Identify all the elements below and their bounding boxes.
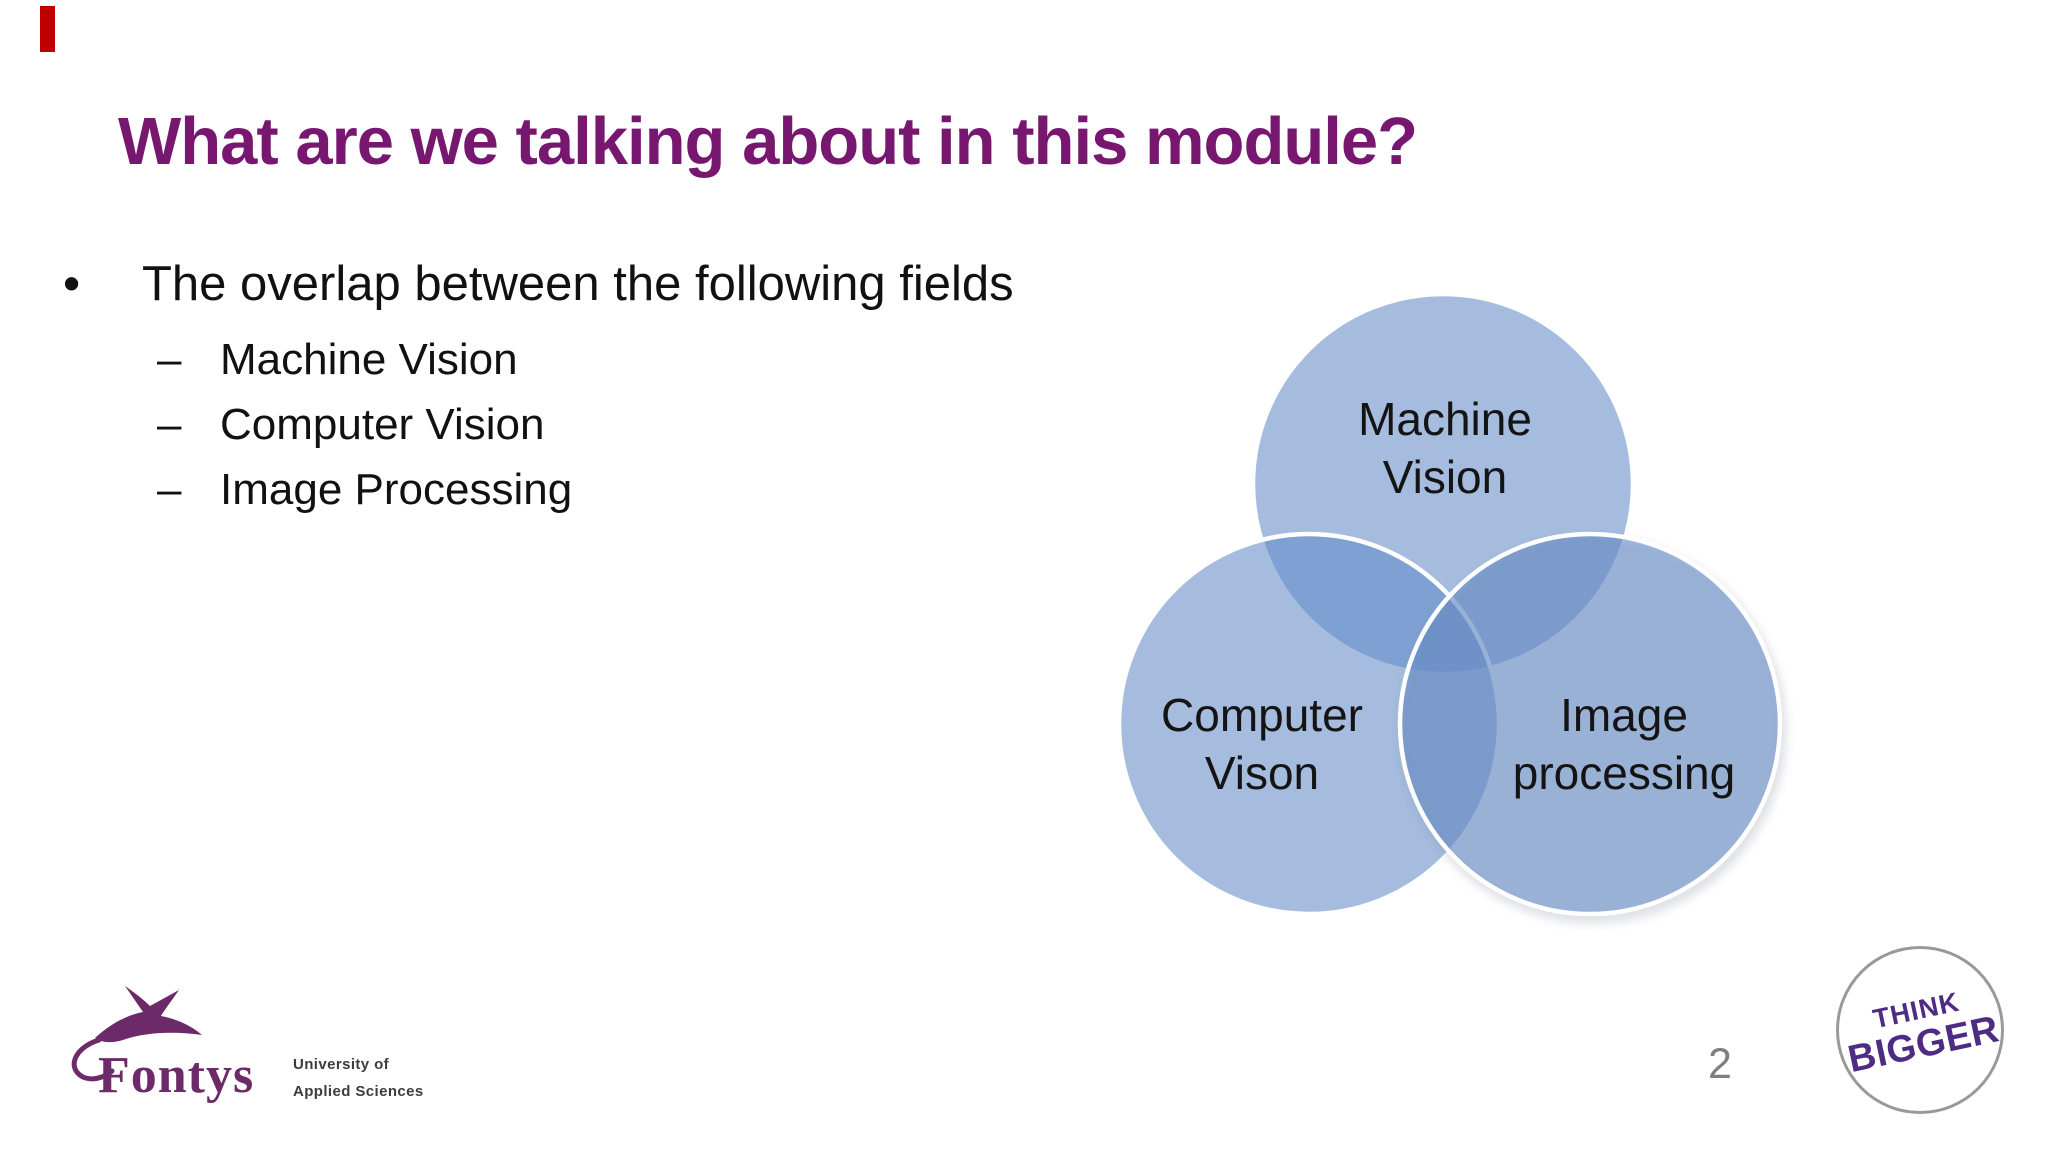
venn-label-machine-vision: Machine Vision	[1358, 393, 1532, 503]
sub-bullet-item: – Computer Vision	[157, 392, 572, 457]
sub-bullet-label: Computer Vision	[220, 400, 545, 449]
fontys-bird-icon	[71, 986, 202, 1082]
page-number: 2	[1708, 1040, 1732, 1088]
venn-diagram	[1116, 291, 1783, 917]
sub-bullet-label: Machine Vision	[220, 335, 518, 384]
dash-marker: –	[157, 335, 182, 384]
dash-marker: –	[157, 400, 182, 449]
accent-bar	[40, 6, 55, 52]
venn-circle-image-processing	[1397, 531, 1783, 917]
dash-marker: –	[157, 465, 182, 514]
venn-label-image-processing: Image processing	[1512, 689, 1736, 799]
fontys-subtitle-line2: Applied Sciences	[293, 1083, 424, 1100]
think-bigger-badge: THINK BIGGER	[1836, 946, 2004, 1114]
think-bigger-text: THINK BIGGER	[1838, 980, 2002, 1081]
sub-bullet-item: – Machine Vision	[157, 327, 572, 392]
fontys-logo-wordmark: Fontys	[98, 1047, 255, 1104]
bullet-marker: •	[63, 257, 81, 311]
fontys-subtitle-line1: University of	[293, 1056, 390, 1073]
sub-bullet-list: – Machine Vision – Computer Vision – Ima…	[157, 327, 572, 522]
fontys-logo-subtitle: University of Applied Sciences	[293, 1051, 424, 1105]
venn-label-computer-vision: Computer Vison	[1161, 689, 1363, 799]
sub-bullet-label: Image Processing	[220, 465, 573, 514]
page-title: What are we talking about in this module…	[118, 104, 1418, 179]
sub-bullet-item: – Image Processing	[157, 457, 572, 522]
bullet-item: The overlap between the following fields	[142, 257, 1014, 311]
